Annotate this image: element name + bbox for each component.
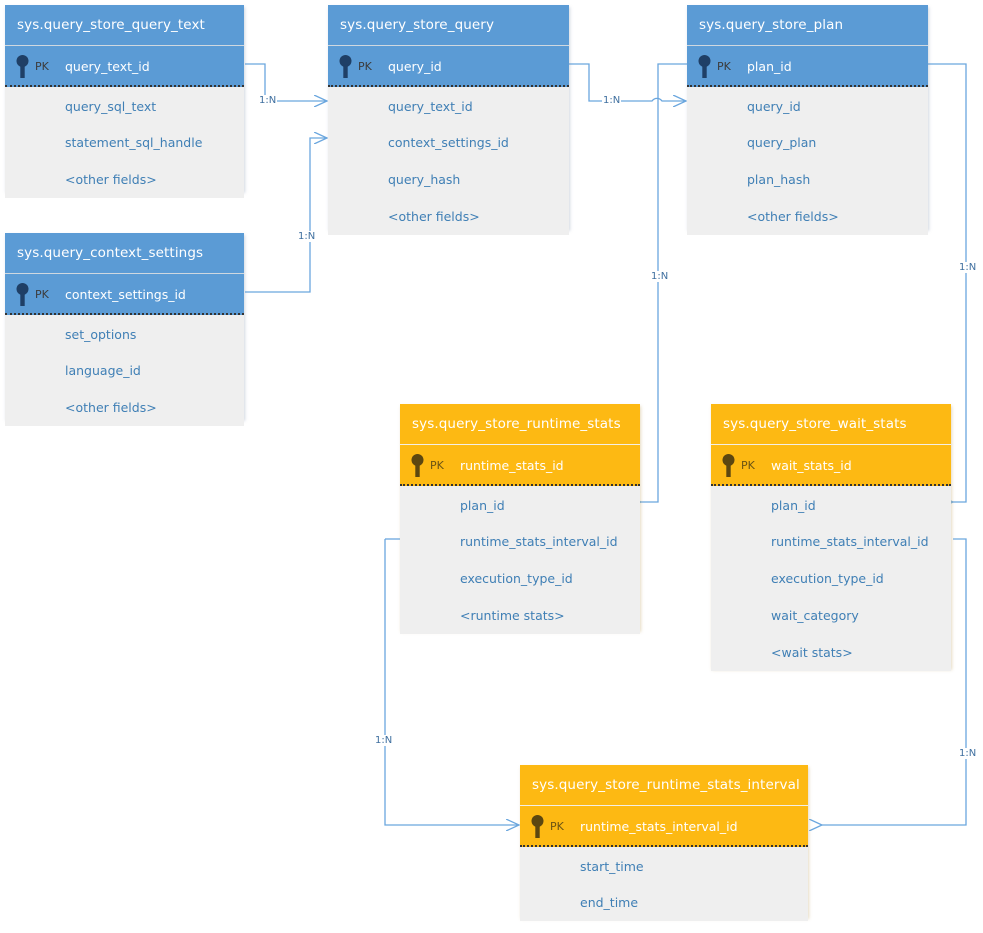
key-icon [339, 55, 352, 78]
entity-query-store-wait-stats[interactable]: sys.query_store_wait_stats PK wait_stats… [711, 404, 951, 671]
primary-key-row[interactable]: PK context_settings_id [5, 274, 244, 315]
cardinality-label-r2: 1:N [297, 231, 317, 242]
field-row: runtime_stats_interval_id [771, 534, 929, 549]
relationship-plan-to-wait-stats [930, 63, 967, 502]
pk-badge: PK [717, 60, 731, 73]
field-row: <other fields> [388, 209, 480, 224]
relationship-interval-to-runtime-stats [384, 539, 519, 825]
pk-field-name: context_settings_id [65, 287, 186, 302]
field-row: query_text_id [388, 99, 473, 114]
entity-title: sys.query_store_wait_stats [711, 404, 951, 445]
pk-field-name: query_id [388, 59, 442, 74]
field-row: <other fields> [65, 400, 157, 415]
field-row: language_id [65, 363, 141, 378]
pk-badge: PK [358, 60, 372, 73]
field-list: plan_id runtime_stats_interval_id execut… [400, 486, 640, 634]
entity-title: sys.query_store_plan [687, 5, 928, 46]
entity-title: sys.query_store_runtime_stats_interval [520, 765, 808, 806]
key-icon [531, 815, 544, 838]
pk-badge: PK [741, 459, 755, 472]
field-row: query_id [747, 99, 801, 114]
field-row: runtime_stats_interval_id [460, 534, 618, 549]
cardinality-label-r5: 1:N [958, 262, 978, 273]
relationship-context-settings-to-query [245, 138, 327, 293]
primary-key-row[interactable]: PK query_text_id [5, 46, 244, 87]
field-row: <other fields> [65, 172, 157, 187]
key-icon [722, 454, 735, 477]
entity-query-store-runtime-stats[interactable]: sys.query_store_runtime_stats PK runtime… [400, 404, 640, 634]
relationship-query-text-to-query [245, 63, 327, 101]
field-list: query_sql_text statement_sql_handle <oth… [5, 87, 244, 198]
field-row: query_sql_text [65, 99, 157, 114]
cardinality-label-r1: 1:N [258, 95, 278, 106]
field-row: execution_type_id [460, 571, 573, 586]
entity-title: sys.query_store_query_text [5, 5, 244, 46]
cardinality-label-r3: 1:N [602, 95, 622, 106]
entity-query-store-query[interactable]: sys.query_store_query PK query_id query_… [328, 5, 569, 235]
field-row: end_time [580, 895, 639, 910]
field-row: statement_sql_handle [65, 135, 203, 150]
field-row: query_hash [388, 172, 461, 187]
cardinality-label-r7: 1:N [958, 748, 978, 759]
field-list: query_id query_plan plan_hash <other fie… [687, 87, 928, 235]
key-icon [16, 55, 29, 78]
entity-title: sys.query_context_settings [5, 233, 244, 274]
cardinality-label-r4: 1:N [650, 271, 670, 282]
pk-badge: PK [550, 820, 564, 833]
field-row: plan_id [771, 498, 816, 513]
entity-query-store-query-text[interactable]: sys.query_store_query_text PK query_text… [5, 5, 244, 198]
field-row: <other fields> [747, 209, 839, 224]
field-row: query_plan [747, 135, 817, 150]
pk-field-name: plan_id [747, 59, 792, 74]
relationship-query-to-plan [569, 63, 686, 101]
cardinality-label-r6: 1:N [374, 735, 394, 746]
field-row: plan_hash [747, 172, 811, 187]
pk-badge: PK [35, 288, 49, 301]
primary-key-row[interactable]: PK wait_stats_id [711, 445, 951, 486]
field-row: wait_category [771, 608, 859, 623]
pk-field-name: query_text_id [65, 59, 150, 74]
entity-query-store-plan[interactable]: sys.query_store_plan PK plan_id query_id… [687, 5, 928, 235]
key-icon [411, 454, 424, 477]
pk-field-name: runtime_stats_id [460, 458, 564, 473]
entity-title: sys.query_store_query [328, 5, 569, 46]
primary-key-row[interactable]: PK runtime_stats_interval_id [520, 806, 808, 847]
relationship-interval-to-wait-stats [822, 538, 967, 825]
field-row: start_time [580, 859, 644, 874]
field-row: context_settings_id [388, 135, 509, 150]
pk-badge: PK [35, 60, 49, 73]
entity-title: sys.query_store_runtime_stats [400, 404, 640, 445]
field-row: execution_type_id [771, 571, 884, 586]
field-row: <wait stats> [771, 645, 853, 660]
entity-query-store-runtime-stats-interval[interactable]: sys.query_store_runtime_stats_interval P… [520, 765, 808, 921]
field-row: plan_id [460, 498, 505, 513]
key-icon [698, 55, 711, 78]
pk-field-name: runtime_stats_interval_id [580, 819, 738, 834]
primary-key-row[interactable]: PK plan_id [687, 46, 928, 87]
field-list: query_text_id context_settings_id query_… [328, 87, 569, 235]
pk-badge: PK [430, 459, 444, 472]
field-list: plan_id runtime_stats_interval_id execut… [711, 486, 951, 671]
field-row: set_options [65, 327, 137, 342]
pk-field-name: wait_stats_id [771, 458, 852, 473]
primary-key-row[interactable]: PK query_id [328, 46, 569, 87]
primary-key-row[interactable]: PK runtime_stats_id [400, 445, 640, 486]
key-icon [16, 283, 29, 306]
field-list: start_time end_time [520, 847, 808, 921]
field-list: set_options language_id <other fields> [5, 315, 244, 426]
field-row: <runtime stats> [460, 608, 565, 623]
entity-query-context-settings[interactable]: sys.query_context_settings PK context_se… [5, 233, 244, 426]
